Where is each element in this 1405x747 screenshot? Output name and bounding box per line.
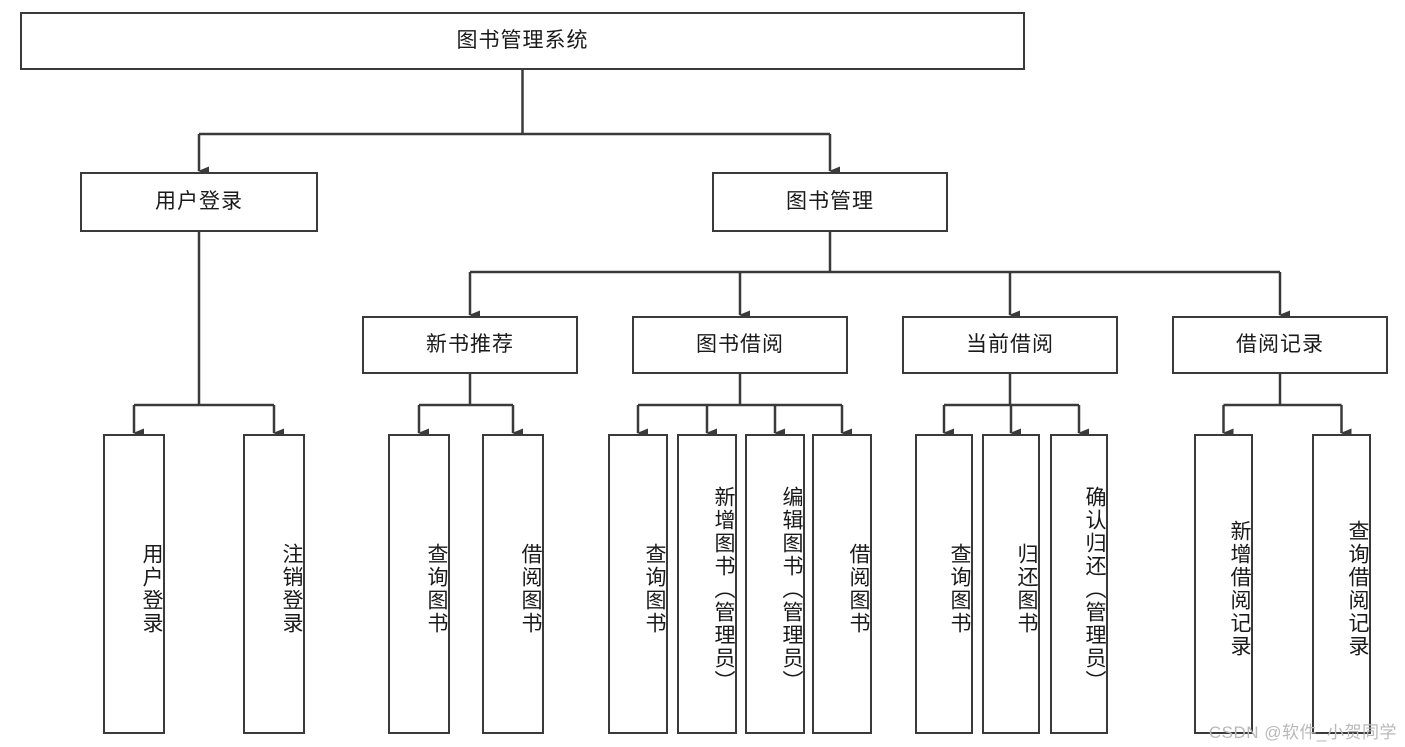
node-leaf-edit-book: 编辑图书（管理员）	[745, 434, 805, 734]
node-current-borrow: 当前借阅	[902, 316, 1118, 374]
csdn-watermark: CSDN @软件_小贺同学	[1208, 723, 1397, 742]
node-label: 图书管理系统	[456, 29, 589, 53]
node-label: 确认归还（管理员）	[1083, 485, 1106, 693]
node-label: 借阅记录	[1236, 333, 1324, 357]
node-label: 用户登录	[140, 543, 163, 635]
node-label: 注销登录	[280, 543, 303, 635]
node-borrow-record: 借阅记录	[1172, 316, 1388, 374]
node-leaf-add-book: 新增图书（管理员）	[677, 434, 737, 734]
node-label: 图书管理	[786, 190, 874, 214]
node-leaf-query-1: 查询图书	[388, 434, 450, 734]
edge-group	[132, 70, 1352, 438]
node-label: 归还图书	[1015, 543, 1038, 635]
node-label: 新增借阅记录	[1228, 520, 1251, 658]
node-label: 用户登录	[155, 190, 243, 214]
node-label: 编辑图书（管理员）	[780, 485, 803, 693]
node-label: 图书借阅	[696, 333, 784, 357]
node-label: 新书推荐	[426, 333, 514, 357]
node-leaf-borrow-2: 借阅图书	[812, 434, 872, 734]
node-label: 查询图书	[948, 543, 971, 635]
node-new-book-rec: 新书推荐	[362, 316, 578, 374]
node-leaf-confirm: 确认归还（管理员）	[1050, 434, 1108, 734]
node-label: 借阅图书	[519, 543, 542, 635]
node-leaf-query-2: 查询图书	[608, 434, 668, 734]
node-label: 查询借阅记录	[1346, 520, 1369, 658]
node-label: 新增图书（管理员）	[712, 485, 735, 693]
node-root: 图书管理系统	[20, 12, 1025, 70]
node-label: 当前借阅	[966, 333, 1054, 357]
node-leaf-borrow-1: 借阅图书	[482, 434, 544, 734]
node-leaf-query-rec: 查询借阅记录	[1312, 434, 1371, 734]
node-label: 查询图书	[643, 543, 666, 635]
node-leaf-add-rec: 新增借阅记录	[1194, 434, 1253, 734]
node-user-login: 用户登录	[80, 172, 318, 232]
node-label: 查询图书	[425, 543, 448, 635]
node-leaf-query-3: 查询图书	[915, 434, 973, 734]
node-leaf-user-login: 用户登录	[103, 434, 165, 734]
node-leaf-return: 归还图书	[982, 434, 1040, 734]
node-book-borrow: 图书借阅	[632, 316, 848, 374]
node-leaf-logout: 注销登录	[243, 434, 305, 734]
node-label: 借阅图书	[847, 543, 870, 635]
node-book-manage: 图书管理	[712, 172, 948, 232]
